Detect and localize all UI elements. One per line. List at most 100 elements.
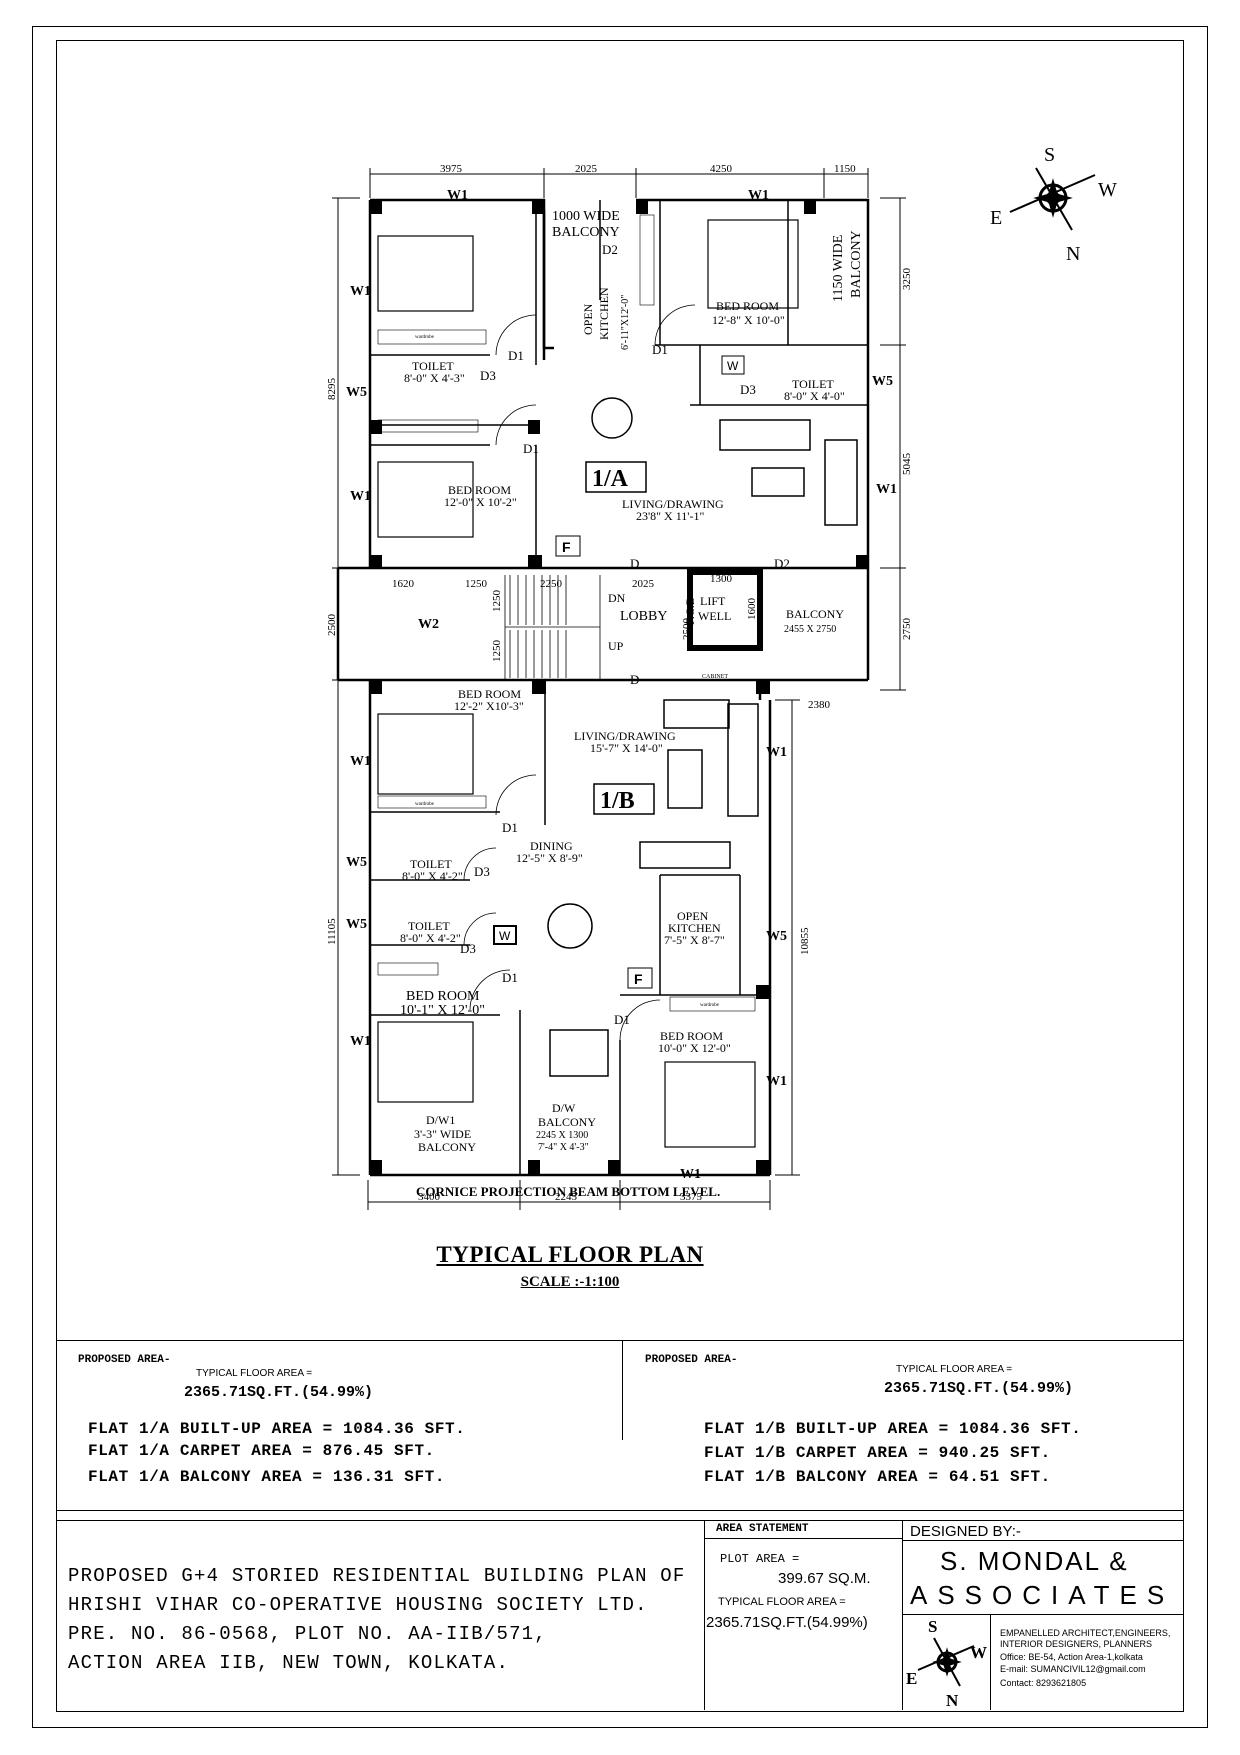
bed-b1-size: 12'-2" X10'-3" [454,699,524,713]
title-block-divider-1 [704,1520,705,1710]
toilet-a1-size: 8'-0" X 4'-3" [404,371,465,385]
dim-mid-2: 1250 [465,578,488,590]
project-line-4: ACTION AREA IIB, NEW TOWN, KOLKATA. [68,1652,510,1674]
window-w5-left-a: W5 [346,385,367,400]
cabinet-label: CABINET [702,674,728,680]
dim-top-1: 3975 [440,163,463,175]
bed-a2-size: 12'-0" X 10'-2" [444,495,517,509]
balcony-b1-width: 3'-3" WIDE [414,1127,471,1141]
door-d3-b: D3 [740,382,756,397]
flat-1a-builtup: FLAT 1/A BUILT-UP AREA = 1084.36 SFT. [88,1420,466,1438]
area-statement-heading: AREA STATEMENT [716,1523,809,1535]
balcony-lobby-size: 2455 X 2750 [784,624,836,635]
dw1-label: D/W1 [426,1113,455,1127]
sheet-outer-border [32,26,1208,1728]
designed-by-heading: DESIGNED BY:- [910,1523,1021,1540]
toilet-a2-label: TOILET [792,377,834,391]
balcony-b1-label: BALCONY [418,1140,476,1154]
firm-name-line1: S. MONDAL & [940,1546,1129,1576]
balcony-1150-line1: 1150 WIDE [831,235,846,302]
open-kitchen-b-line2: KITCHEN [668,921,721,935]
dim-mid-5: 1300 [710,573,733,585]
door-d2-b: D2 [774,556,790,571]
dim-right-1: 3250 [901,268,913,291]
north-compass-icon: S W E N [990,144,1117,265]
bed-b3-label: BED ROOM [660,1029,723,1043]
living-b-label: LIVING/DRAWING [574,729,676,743]
compass-n-label: N [1066,243,1080,265]
flat-1a-balcony: FLAT 1/A BALCONY AREA = 136.31 SFT. [88,1468,446,1486]
area-statement-typ-label: TYPICAL FLOOR AREA = [718,1596,846,1608]
tb-compass-n: N [946,1691,959,1708]
firm-info-3: Office: BE-54, Action Area-1,kolkata [1000,1652,1143,1662]
bed-b3-size: 10'-0" X 12'-0" [658,1041,731,1055]
compass-s-label: S [1044,144,1055,166]
dim-mid-4: 2025 [632,578,655,590]
balcony-1000-line2: BALCONY [552,225,620,240]
dim-bottom-3: 3375 [680,1191,703,1203]
dim-bottom-2: 2245 [555,1191,578,1203]
flat-1b-builtup: FLAT 1/B BUILT-UP AREA = 1084.36 SFT. [704,1420,1082,1438]
balcony-b2-size-mm: 2245 X 1300 [536,1130,588,1141]
toilet-b2-label: TOILET [408,919,450,933]
washer-a-label: W [727,359,739,373]
door-d1-e: D1 [502,970,518,985]
proposed-area-left-heading: PROPOSED AREA- [78,1354,171,1366]
window-w1-top-a: W1 [447,188,468,203]
dim-mid-3: 2250 [540,578,563,590]
window-w1-right-b: W1 [766,745,787,760]
plot-area-value: 399.67 SQ.M. [778,1570,871,1587]
balcony-1150-line2: BALCONY [849,230,864,298]
designer-rule-2 [902,1614,1184,1615]
balcony-1000-line1: 1000 WIDE [552,209,620,224]
balcony-b2-label: BALCONY [538,1115,596,1129]
dim-right-3: 2750 [901,618,913,641]
washer-b-label: W [499,929,511,943]
dw-label: D/W [552,1101,576,1115]
door-d2-a: D2 [602,242,618,257]
proposed-area-right-heading: PROPOSED AREA- [645,1354,738,1366]
title-block-divider-2 [902,1520,903,1710]
wardrobe-b3: wardrobe [700,1003,720,1008]
window-w5-right-a: W5 [872,374,893,389]
window-w2: W2 [418,617,439,632]
bed-a1-label: BED ROOM [716,299,779,313]
flat-1b-label: 1/B [600,788,635,814]
lift-label-1: LIFT [700,594,726,608]
designer-rule-1 [902,1540,1184,1541]
firm-info-5: Contact: 8293621805 [1000,1678,1087,1688]
door-d1-d: D1 [502,820,518,835]
dim-lift-2: 1250 [491,590,503,613]
project-line-1: PROPOSED G+4 STORIED RESIDENTIAL BUILDIN… [68,1565,686,1587]
door-d3-a: D3 [480,368,496,383]
dim-lift-3: 1250 [491,640,503,663]
lift-label-2: WELL [698,609,731,623]
window-w5-right-b: W5 [766,929,787,944]
toilet-b1-label: TOILET [410,857,452,871]
area-band-divider [622,1340,623,1440]
bed-b2-size: 10'-1" X 12'-0" [400,1003,485,1018]
balcony-lobby-label: BALCONY [786,607,844,621]
firm-info-2: INTERIOR DESIGNERS, PLANNERS [1000,1639,1153,1649]
tb-compass-s: S [928,1617,937,1636]
toilet-b1-size: 8'-0" X 4'-2" [402,869,463,883]
door-d3-d: D3 [460,941,476,956]
compass-w-label: W [1098,179,1117,201]
window-w1-left-d: W1 [350,1034,371,1049]
open-kitchen-b-line1: OPEN [677,909,709,923]
designer-divider [990,1614,991,1710]
floor-plan-drawing: 3975 2025 4250 1150 3400 2245 3375 8295 … [326,163,913,1210]
sheet-inner-border [56,40,1184,1712]
dining-size: 12'-5" X 8'-9" [516,851,583,865]
dn-label: DN [608,591,626,605]
dim-lift-1: 2500 [681,618,693,641]
area-statement-typ-value: 2365.71SQ.FT.(54.99%) [706,1614,868,1631]
window-w5-left-b: W5 [346,855,367,870]
toilet-b2-size: 8'-0" X 4'-2" [400,931,461,945]
door-d-b: D [630,672,639,687]
flat-1b-carpet: FLAT 1/B CARPET AREA = 940.25 SFT. [704,1444,1051,1462]
flat-1a-carpet: FLAT 1/A CARPET AREA = 876.45 SFT. [88,1442,435,1460]
firm-info-1: EMPANELLED ARCHITECT,ENGINEERS, [1000,1628,1171,1638]
fcd-label: F.C.D [683,596,697,625]
window-w1-right-c: W1 [766,1074,787,1089]
